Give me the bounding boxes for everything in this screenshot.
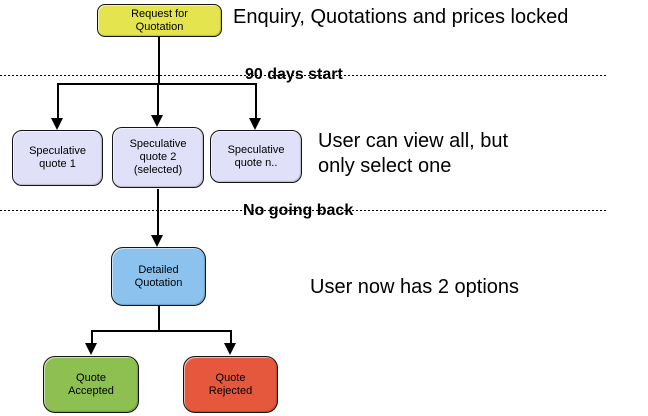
node-quote-rejected: Quote Rejected: [183, 356, 278, 413]
node-label-line: quote 2: [139, 151, 177, 163]
annotation-two-options: User now has 2 options: [310, 276, 520, 298]
connector-to-specn: [255, 83, 257, 118]
node-label-line: quote 1: [39, 158, 76, 170]
annotation-prices-locked: Enquiry, Quotations and prices locked: [233, 6, 569, 28]
arrow-down-icon: [224, 343, 236, 355]
phase-divider-line-1: [0, 75, 607, 76]
connector-spec2-to-detailed: [157, 189, 159, 235]
annotation-view-all: User can view all, but only select one: [318, 129, 508, 179]
arrow-down-icon: [51, 118, 63, 130]
phase-divider-line-2: [0, 210, 607, 211]
node-quote-accepted: Quote Accepted: [43, 356, 139, 413]
node-label-line: Speculative: [29, 145, 86, 157]
arrow-down-icon: [151, 235, 163, 247]
node-request-for-quotation: Request for Quotation: [97, 4, 222, 37]
node-label-line: Speculative: [227, 143, 285, 156]
arrow-down-icon: [151, 115, 163, 127]
connector-branch-bottom: [91, 330, 231, 332]
node-label-line: Quote: [215, 371, 246, 384]
arrow-down-icon: [85, 343, 97, 355]
connector-to-rejected: [230, 330, 232, 344]
node-speculative-quote-1: Speculative quote 1: [12, 130, 103, 186]
connector-detailed-to-branch: [158, 306, 160, 331]
node-label-line: Speculative: [129, 138, 187, 150]
node-label-line: Quotation: [135, 20, 184, 33]
node-label-line: Accepted: [68, 384, 114, 397]
node-label-line: quote n..: [234, 156, 278, 169]
arrow-down-icon: [249, 118, 261, 130]
node-label-line: Detailed: [138, 263, 179, 276]
connector-request-to-branch: [158, 37, 160, 83]
node-speculative-quote-n: Speculative quote n..: [210, 130, 302, 183]
annotation-line: User can view all, but: [318, 130, 509, 152]
annotation-90-days-start: 90 days start: [245, 66, 343, 83]
node-label-line: Request for: [131, 7, 188, 20]
connector-to-spec2: [157, 83, 159, 116]
annotation-line: only select one: [318, 155, 452, 177]
connector-branch-top: [57, 83, 256, 85]
node-speculative-quote-2-selected: Speculative quote 2 (selected): [112, 127, 204, 188]
annotation-no-going-back: No going back: [243, 202, 354, 219]
node-label-line: Quote: [76, 371, 106, 384]
node-detailed-quotation: Detailed Quotation: [111, 247, 206, 306]
connector-to-accepted: [91, 330, 93, 344]
node-label-line: (selected): [133, 164, 183, 176]
node-label-line: Quotation: [134, 276, 183, 289]
connector-to-spec1: [57, 83, 59, 118]
node-label-line: Rejected: [208, 384, 253, 397]
